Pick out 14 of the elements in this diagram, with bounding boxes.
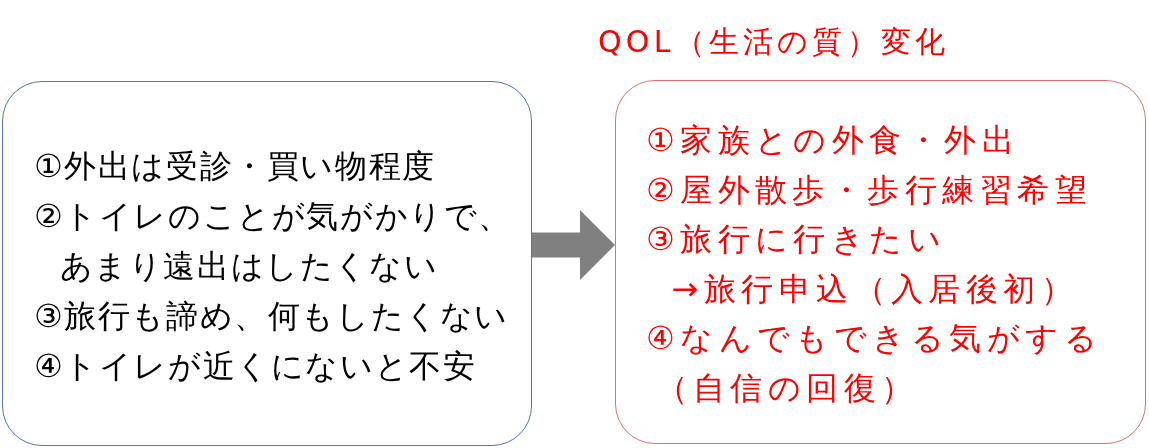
- diagram-title: QOL（生活の質）変化: [598, 23, 950, 61]
- list-item: ①家族との外食・外出: [646, 120, 1020, 161]
- list-item: ②トイレのことが気がかりで、あまり遠出はしたくない: [34, 196, 514, 287]
- list-item: ④なんでもできる気がする: [646, 318, 1102, 359]
- rounded-box: [2, 81, 532, 446]
- rounded-box: [615, 80, 1146, 444]
- list-item: ③旅行に行きたい: [646, 219, 947, 260]
- list-item: （自信の回復）: [654, 367, 919, 409]
- list-item: ④トイレが近くにないと不安: [34, 346, 477, 387]
- list-item: ③旅行も諦め、何もしたくない: [34, 296, 510, 337]
- list-item: ①外出は受診・買い物程度: [34, 146, 436, 187]
- block-arrow: [532, 210, 615, 280]
- list-item: →旅行申込（入居後初）: [670, 268, 1079, 310]
- list-item: ②屋外散歩・歩行練習希望: [646, 169, 1092, 211]
